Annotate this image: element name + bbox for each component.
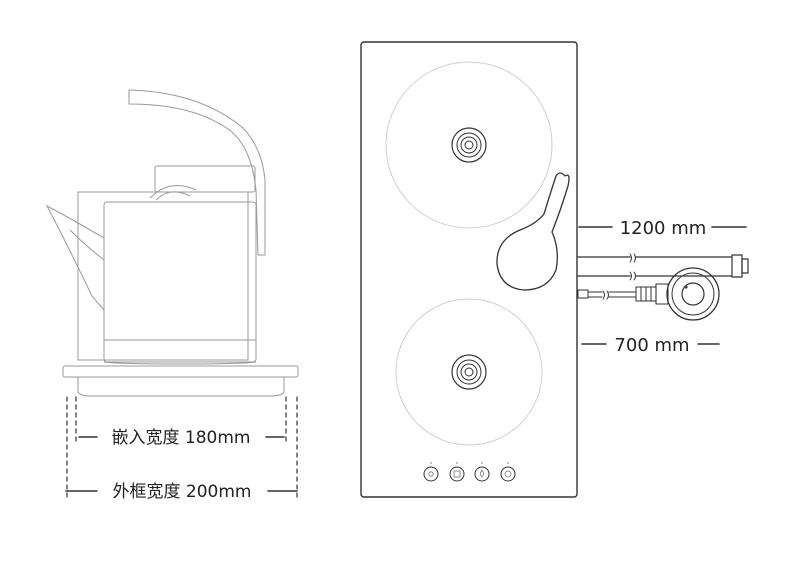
hose-assembly bbox=[577, 253, 749, 321]
cooktop-top-view bbox=[360, 41, 578, 498]
hose-long-label: 700 mm bbox=[614, 335, 689, 356]
inset-width-label: 嵌入宽度 180mm bbox=[112, 428, 251, 448]
power-icon[interactable] bbox=[423, 462, 439, 482]
hose-long-dimension: 700 mm bbox=[581, 335, 720, 356]
frame-width-label: 外框宽度 200mm bbox=[113, 482, 252, 502]
water-icon[interactable] bbox=[474, 462, 490, 482]
frame-width-dimension: 外框宽度 200mm bbox=[65, 482, 298, 502]
upper-heating-zone bbox=[385, 61, 553, 229]
faucet-arm bbox=[496, 172, 570, 291]
valve-disc bbox=[666, 267, 720, 321]
control-panel bbox=[423, 462, 516, 482]
kettle-side-view bbox=[45, 89, 299, 397]
hose-short-dimension: 1200 mm bbox=[578, 218, 747, 239]
inset-width-dimension: 嵌入宽度 180mm bbox=[78, 428, 285, 448]
hose-short-label: 1200 mm bbox=[620, 218, 707, 239]
dimension-guides bbox=[66, 396, 298, 501]
lower-heating-zone bbox=[395, 298, 543, 446]
mode-icon[interactable] bbox=[449, 462, 465, 482]
timer-icon[interactable] bbox=[500, 462, 516, 482]
